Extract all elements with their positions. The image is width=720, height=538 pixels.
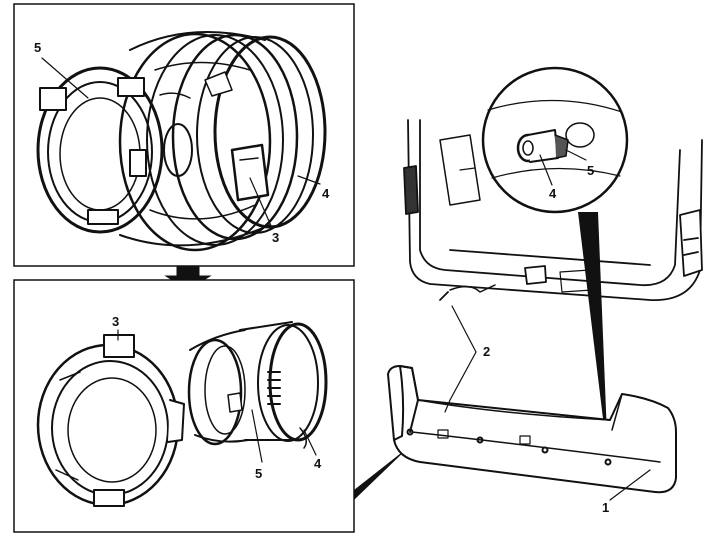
bumper-to-magnifier-pointer [578, 212, 608, 460]
magnified-sensor-view [481, 66, 629, 214]
vehicle-leaders [444, 305, 651, 501]
retainer-ring [36, 334, 185, 507]
bottom-callout-4: 4 [314, 456, 322, 471]
bottom-panel-leaders [117, 329, 317, 463]
top-callout-5: 5 [34, 40, 41, 55]
sensor-housing-assembled [36, 31, 327, 252]
vehicle-callout-4: 4 [549, 186, 557, 201]
top-detail-panel: 5 4 3 [13, 3, 355, 267]
rear-bumper-fascia [387, 365, 677, 494]
bumper-to-detail-pointer [354, 446, 410, 500]
vehicle-callout-2: 2 [483, 344, 490, 359]
bottom-callout-5: 5 [255, 466, 262, 481]
top-panel-frame [13, 3, 355, 267]
vehicle-rear [403, 119, 703, 301]
top-callout-4: 4 [322, 186, 330, 201]
vehicle-callout-1: 1 [602, 500, 609, 515]
vehicle-callout-5: 5 [587, 163, 594, 178]
parking-sensor-body [187, 321, 328, 449]
top-panel-leaders [41, 57, 321, 229]
bottom-detail-panel: 3 5 4 [13, 279, 355, 533]
bottom-callout-3: 3 [112, 314, 119, 329]
top-callout-3: 3 [272, 230, 279, 245]
